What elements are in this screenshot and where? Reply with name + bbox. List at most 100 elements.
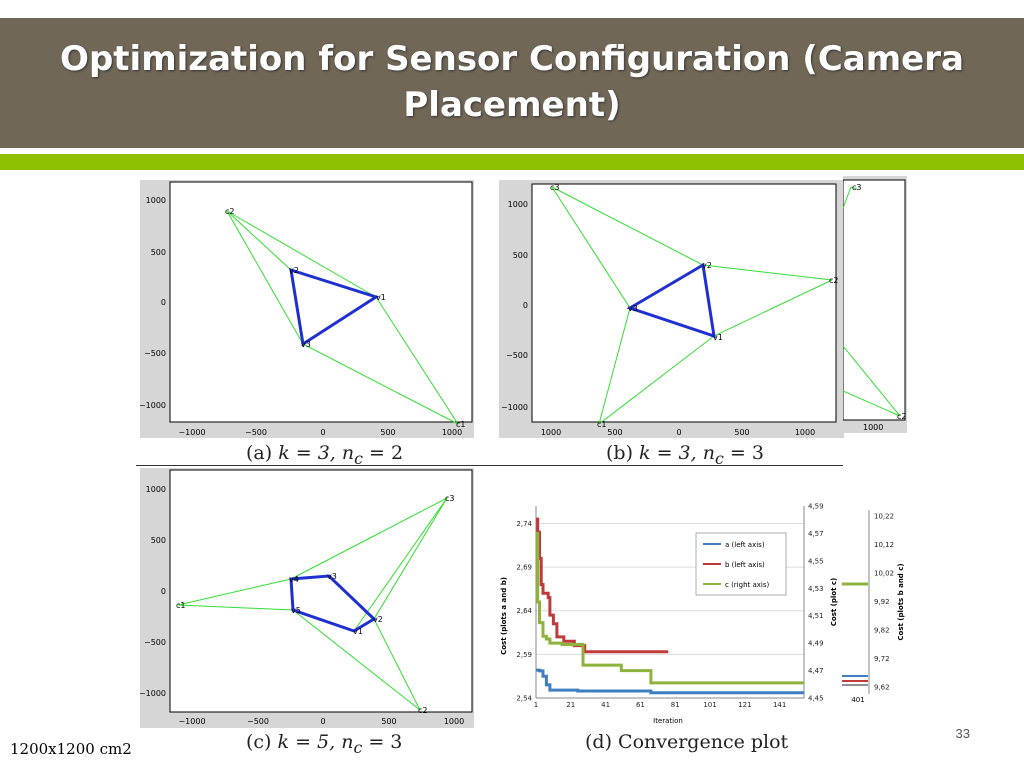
node-labels: c3 c2 1000 (852, 183, 907, 432)
right-axis-label: Cost (plot c) (830, 578, 838, 626)
y-tick-label: −500 (506, 351, 528, 360)
y-tick-label: 500 (151, 536, 166, 545)
coverage-edge (843, 186, 852, 209)
x-tick-label: 500 (381, 717, 396, 726)
node-labels: v1 v2 v3 c1 c2 c3 (550, 183, 839, 429)
accent-bar (0, 154, 1024, 170)
right-tick-label: 4,47 (808, 667, 824, 675)
right-tick-label: 4,55 (808, 557, 824, 565)
camera-label-c1: c1 (456, 420, 466, 429)
y-tick-label: 1000 (146, 485, 166, 494)
series-lines (536, 517, 804, 695)
right-tick-label: 4,59 (808, 503, 824, 511)
y-tick-label: −500 (144, 638, 166, 647)
x-tick-label: 1000 (863, 423, 883, 432)
y-tick-label: −1000 (501, 403, 528, 412)
vertex-label-v2: v2 (373, 615, 383, 624)
right-tick-label: 4,51 (808, 612, 824, 620)
vertex-label-v3: v3 (327, 572, 337, 581)
figure-c-caption: (c) k = 5, nc = 3 (246, 731, 403, 757)
right-tick-label: 4,49 (808, 640, 824, 648)
figure-a-caption: (a) k = 3, nc = 2 (246, 442, 404, 468)
camera-label-c3: c3 (445, 494, 455, 503)
vertex-label-v3: v3 (301, 340, 311, 349)
legend-entry: a (left axis) (725, 541, 765, 549)
x-tick-label: 61 (636, 701, 645, 709)
vertex-label-v5: v5 (291, 606, 301, 615)
y-tick-label: 1000 (146, 196, 166, 205)
x-tick-label: −1000 (178, 428, 205, 437)
figure-c-plot: 1000 500 0 −500 −1000 −1000 −500 0 500 1… (140, 468, 474, 728)
plot-area (169, 469, 473, 713)
plot-area (169, 181, 473, 423)
title-banner (0, 18, 1024, 148)
right-tick-label: 4,53 (808, 585, 824, 593)
x-tick-label: −1000 (178, 717, 205, 726)
y-tick-label: 0 (523, 301, 528, 310)
left-tick-labels: 2,542,592,642,692,74 (516, 520, 532, 703)
coverage-edge (843, 345, 901, 417)
x-tick-label: 21 (566, 701, 575, 709)
x-tick-label: 1000 (541, 428, 561, 437)
x-tick-label: 1000 (444, 717, 464, 726)
x-tick-label: 141 (773, 701, 786, 709)
series-line (536, 668, 804, 695)
far-right-axis-label: Cost (plots b and c) (897, 563, 905, 640)
target-triangle (289, 267, 380, 347)
coverage-edge (843, 390, 901, 417)
y-ticks: 1000 500 0 −500 −1000 (501, 200, 528, 412)
legend-entry: c (right axis) (725, 581, 770, 589)
y-tick-label: 0 (161, 298, 166, 307)
left-tick-label: 2,64 (516, 607, 532, 615)
right-tick-label: 4,45 (808, 695, 824, 703)
camera-label-c2: c2 (418, 706, 428, 715)
x-ticks: −1000 −500 0 500 1000 (178, 717, 464, 726)
far-right-tick-label: 9,72 (874, 655, 890, 663)
x-tick-label: 1000 (442, 428, 462, 437)
camera-label-c1: c1 (176, 601, 186, 610)
figure-b-caption: (b) k = 3, nc = 3 (606, 442, 764, 468)
overlap-fragment (842, 510, 908, 706)
legend-entry: b (left axis) (725, 561, 765, 569)
vertex-label-v2: v2 (289, 266, 299, 275)
y-tick-label: −1000 (140, 689, 166, 698)
plot-area (531, 183, 837, 423)
far-right-tick-label: 9,62 (874, 684, 890, 692)
y-tick-label: 1000 (508, 200, 528, 209)
x-tick-label: 0 (320, 428, 325, 437)
left-tick-label: 2,54 (516, 695, 532, 703)
y-tick-label: 500 (151, 248, 166, 257)
left-tick-label: 2,69 (516, 564, 532, 572)
x-tick-label: −500 (245, 428, 267, 437)
vertex-label-v3: v3 (628, 304, 638, 313)
left-axis-label: Cost (plots a and b) (500, 577, 508, 655)
y-tick-label: 500 (513, 251, 528, 260)
figure-a-plot: 1000 500 0 −500 −1000 −1000 −500 0 500 1… (140, 180, 474, 438)
camera-label-c2: c2 (829, 276, 839, 285)
y-tick-label: −1000 (140, 401, 166, 410)
figure-d-caption: (d) Convergence plot (585, 731, 789, 753)
far-right-tick-label: 10,22 (874, 513, 894, 521)
x-axis-label: Iteration (653, 717, 683, 725)
x-ticks: 1000 500 0 500 1000 (541, 428, 815, 437)
right-tick-labels: 4,45 4,47 4,49 4,51 4,53 4,55 4,57 4,59 (808, 503, 824, 703)
figure-side-fragment: c3 c2 1000 (843, 176, 907, 433)
footer-note: 1200x1200 cm2 (10, 740, 132, 758)
y-tick-label: −500 (144, 349, 166, 358)
x-tick-label: 121 (738, 701, 751, 709)
coverage-edge (850, 186, 858, 190)
camera-label-c1: c1 (597, 420, 607, 429)
x-tick-label: 0 (320, 717, 325, 726)
slide-title: Optimization for Sensor Configuration (C… (60, 39, 964, 125)
coverage-edge (226, 210, 377, 298)
target-polygon (289, 574, 377, 633)
camera-label-c3: c3 (852, 183, 862, 192)
y-ticks: 1000 500 0 −500 −1000 (140, 196, 166, 410)
coverage-edges (843, 186, 901, 417)
series-line (536, 531, 804, 685)
plot-area (843, 179, 906, 421)
coverage-edge (353, 497, 448, 632)
right-tick-label: 4,57 (808, 530, 824, 538)
far-right-tick-label: 10,12 (874, 541, 894, 549)
